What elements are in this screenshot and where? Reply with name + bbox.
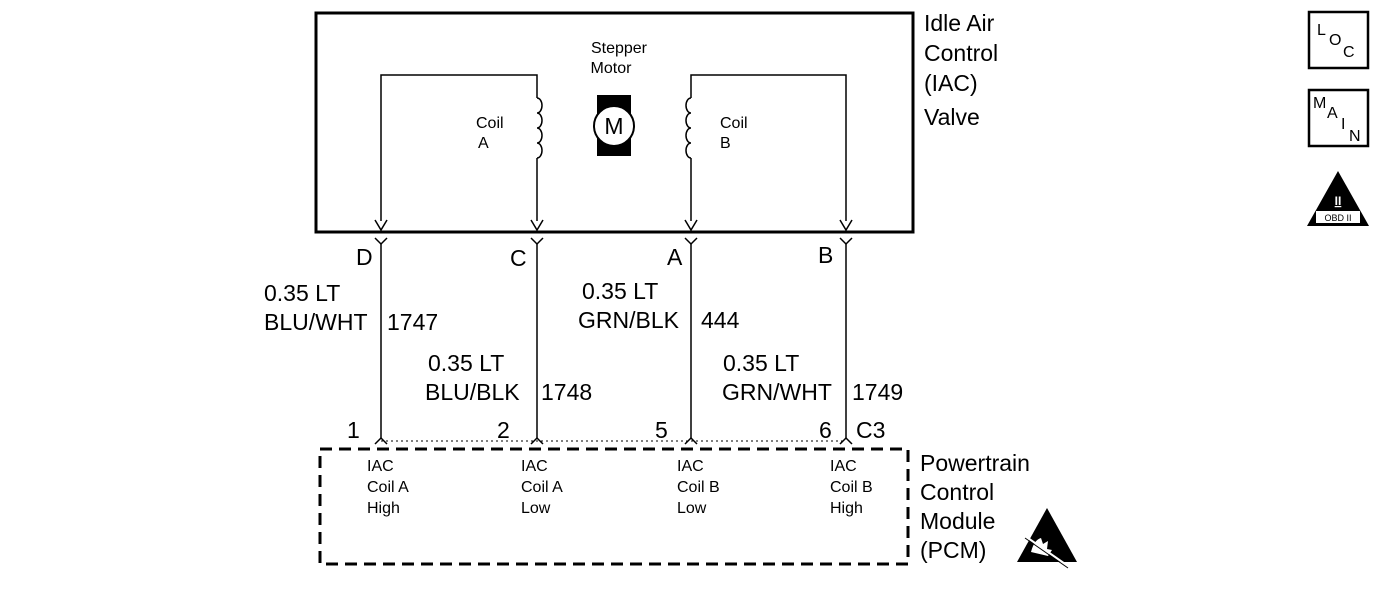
harness-wires (380, 244, 847, 438)
main-icon[interactable]: M A I N (1307, 88, 1370, 148)
loc-letter-c: C (1343, 44, 1355, 61)
pcm-pin-1: 1 (347, 417, 360, 443)
pcm-title-line4: (PCM) (920, 537, 986, 563)
coil-a-winding (536, 97, 543, 159)
motor-circle (593, 105, 635, 147)
terminal-1-line2: Coil A (367, 479, 409, 496)
main-letter-n: N (1349, 128, 1361, 145)
valve-connector-chevrons (374, 237, 853, 246)
motor-label-line1: Stepper (591, 40, 648, 57)
arrowhead-pin-c (530, 219, 544, 232)
motor-label-line2: Motor (591, 60, 633, 77)
chevron-pcm-1 (374, 436, 388, 445)
chevron-pcm-6 (839, 436, 853, 445)
wire-444-circuit: 444 (701, 307, 740, 333)
chevron-pcm-5 (684, 436, 698, 445)
wire-1749-color: GRN/WHT (722, 379, 832, 405)
arrowhead-pin-a (684, 219, 698, 232)
iac-title-line1: Idle Air (924, 10, 995, 36)
wire-1748-gauge: 0.35 LT (428, 350, 504, 376)
loc-letter-o: O (1329, 32, 1341, 49)
coil-a-label-line2: A (478, 135, 489, 152)
main-letter-a: A (1327, 105, 1338, 122)
obd-label: OBD II (1324, 213, 1351, 223)
iac-title-line2: Control (924, 40, 998, 66)
wire-1748-color: BLU/BLK (425, 379, 520, 405)
iac-pin-d: D (356, 244, 373, 270)
wire-1749-circuit: 1749 (852, 379, 903, 405)
iac-title-line3: (IAC) (924, 70, 978, 96)
terminal-2-line3: Low (521, 500, 551, 517)
obd-numeral: II (1335, 194, 1342, 208)
obd-ii-icon[interactable]: II OBD II (1307, 171, 1369, 226)
coil-b-label-line2: B (720, 135, 731, 152)
coil-b-loop-wire (690, 74, 847, 221)
chevron-pin-b (839, 237, 853, 246)
loc-letter-l: L (1317, 22, 1326, 39)
wire-444-gauge: 0.35 LT (582, 278, 658, 304)
chevron-pin-d (374, 237, 388, 246)
chevron-pin-a (684, 237, 698, 246)
pcm-pin-5: 5 (655, 417, 668, 443)
terminal-5-line1: IAC (677, 458, 704, 475)
pcm-connector-chevrons (374, 436, 853, 445)
coil-a-label-line1: Coil (476, 115, 504, 132)
terminal-2-line2: Coil A (521, 479, 563, 496)
arrowhead-pin-b (839, 219, 853, 232)
wire-1747-circuit: 1747 (387, 309, 438, 335)
chevron-pin-c (530, 237, 544, 246)
terminal-1-line3: High (367, 500, 400, 517)
main-letter-i: I (1341, 116, 1345, 133)
main-letter-m: M (1313, 95, 1326, 112)
iac-valve-box (314, 11, 915, 234)
pcm-pin-6: 6 (819, 417, 832, 443)
pcm-title-line1: Powertrain (920, 450, 1030, 476)
iac-title-line4: Valve (924, 104, 980, 130)
terminal-6-line3: High (830, 500, 863, 517)
loc-icon-frame (1307, 10, 1370, 70)
pcm-title-line2: Control (920, 479, 994, 505)
pcm-title-line3: Module (920, 508, 995, 534)
coil-b-label-line1: Coil (720, 115, 748, 132)
wire-1749-gauge: 0.35 LT (723, 350, 799, 376)
wire-1747-gauge: 0.35 LT (264, 280, 340, 306)
iac-pin-b: B (818, 242, 833, 268)
terminal-1-line1: IAC (367, 458, 394, 475)
terminal-6-line1: IAC (830, 458, 857, 475)
pcm-pin-2: 2 (497, 417, 510, 443)
terminal-6-line2: Coil B (830, 479, 873, 496)
wire-1747-color: BLU/WHT (264, 309, 368, 335)
terminal-5-line2: Coil B (677, 479, 720, 496)
motor-symbol: M (604, 113, 623, 139)
pcm-box (318, 447, 910, 566)
iac-pin-a: A (667, 244, 683, 270)
esd-sensitive-icon (1017, 508, 1077, 569)
terminal-2-line1: IAC (521, 458, 548, 475)
terminal-5-line3: Low (677, 500, 707, 517)
chevron-pcm-2 (530, 436, 544, 445)
main-icon-frame (1307, 88, 1370, 148)
loc-icon[interactable]: L O C (1307, 10, 1370, 70)
obd-label-plate (1316, 211, 1360, 223)
wire-1748-circuit: 1748 (541, 379, 592, 405)
coil-a-loop-wire (380, 74, 538, 221)
wire-444-color: GRN/BLK (578, 307, 680, 333)
coil-b-winding (685, 97, 692, 159)
valve-arrowheads (374, 219, 853, 232)
pcm-connector-id: C3 (856, 417, 885, 443)
iac-pin-c: C (510, 245, 527, 271)
arrowhead-pin-d (374, 219, 388, 232)
